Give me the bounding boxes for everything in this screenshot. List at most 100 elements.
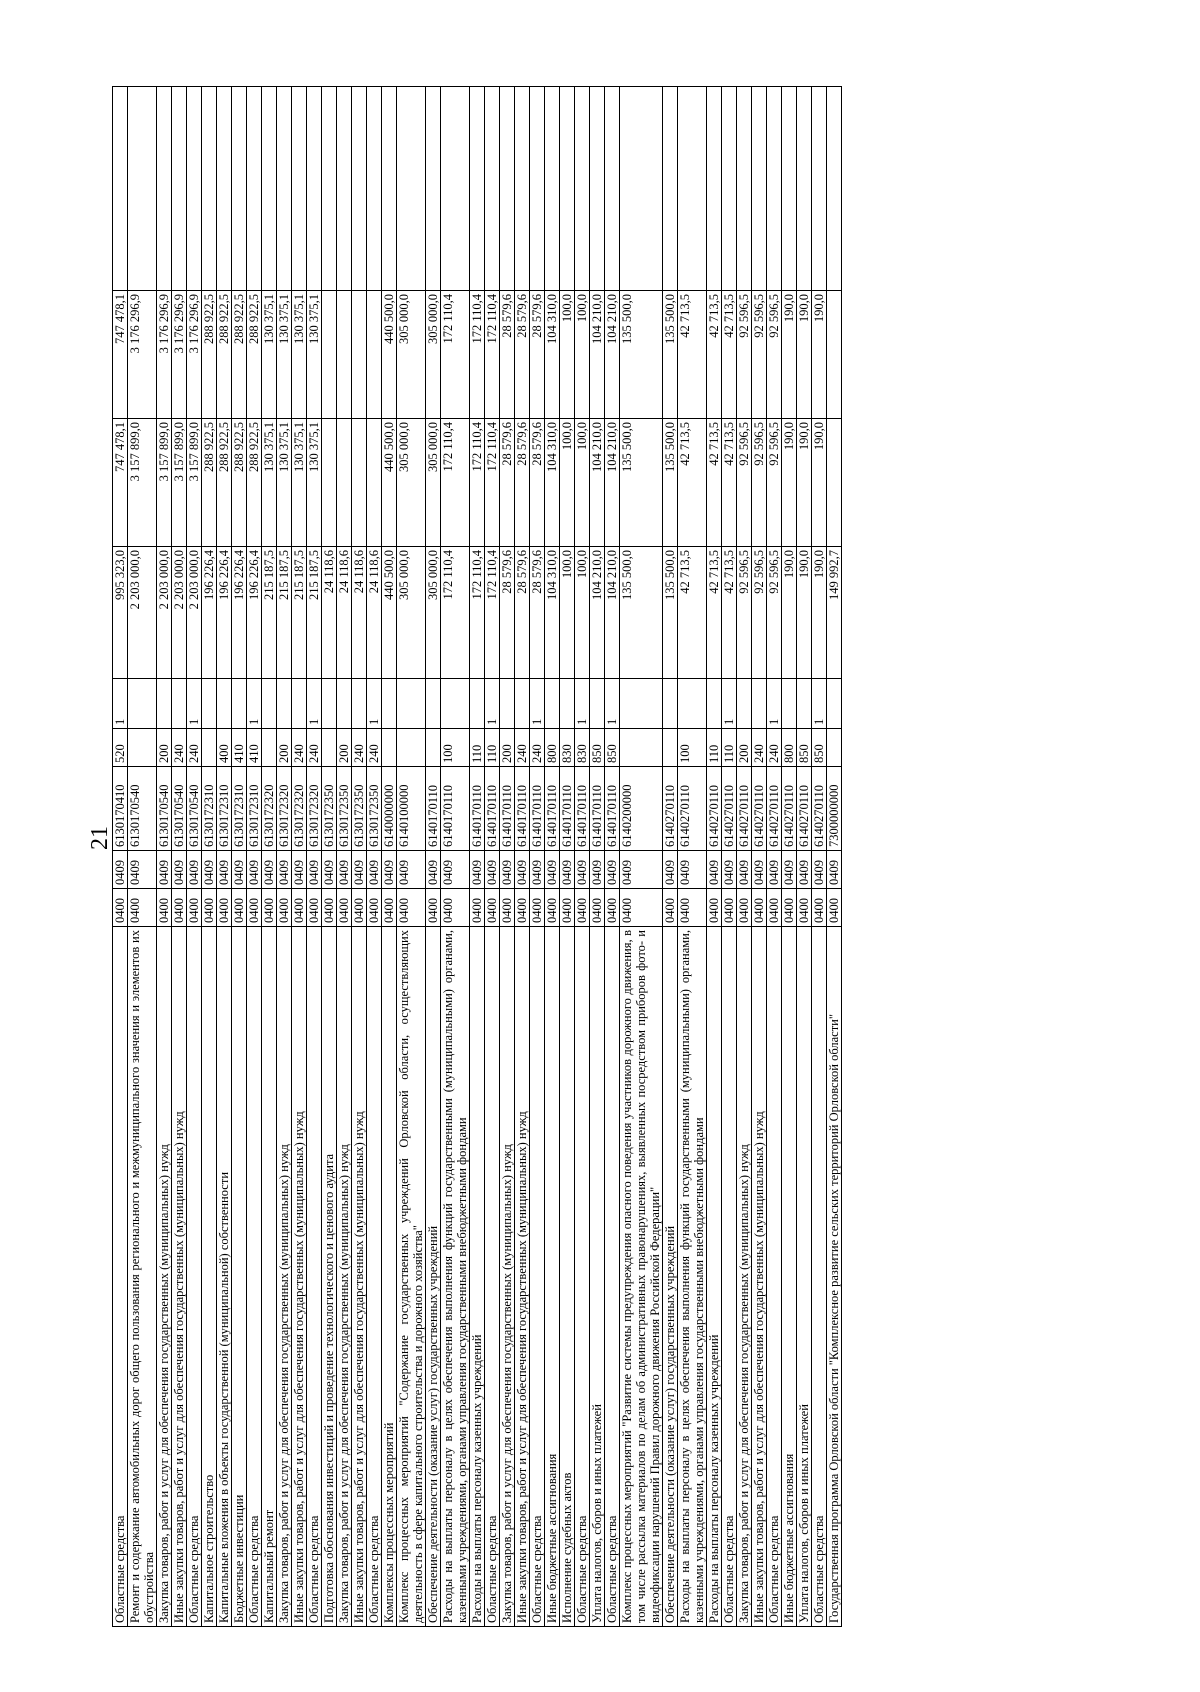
row-amount-year-3: 92 596,5 (766, 290, 782, 419)
row-name: Капитальное строительство (201, 926, 217, 1627)
row-amount-year-3: 172 110,4 (484, 290, 500, 419)
row-name: Областные средства (186, 926, 202, 1627)
row-amount-year-3: 42 713,5 (677, 290, 707, 419)
row-amount-year-2: 288 922,5 (231, 418, 247, 547)
row-amount-year-1: 172 110,4 (440, 546, 470, 679)
row-empty-cell (721, 86, 737, 291)
row-amount-year-3: 130 375,1 (291, 290, 307, 419)
row-expense-type: 830 (574, 728, 590, 767)
row-name: Иные закупки товаров, работ и услуг для … (351, 926, 367, 1627)
row-name: Исполнение судебных актов (559, 926, 575, 1627)
row-subsection: 0409 (216, 850, 232, 889)
row-section: 0400 (231, 888, 247, 927)
row-amount-year-3: 3 176 296,9 (156, 290, 172, 419)
row-name: Расходы на выплаты персоналу казенных уч… (706, 926, 722, 1627)
row-funding-indicator (619, 678, 663, 729)
row-name: Комплекс процессных мероприятий "Развити… (619, 926, 663, 1627)
row-amount-year-3: 747 478,1 (112, 290, 128, 419)
row-amount-year-2: 3 157 899,0 (186, 418, 202, 547)
row-name: Комплекс процессных мероприятий "Содержа… (396, 926, 426, 1627)
row-section: 0400 (826, 888, 842, 927)
row-subsection: 0409 (589, 850, 605, 889)
row-funding-indicator (677, 678, 707, 729)
row-amount-year-1: 104 210,0 (589, 546, 605, 679)
row-amount-year-1: 190,0 (811, 546, 827, 679)
row-expense-type: 100 (440, 728, 470, 767)
row-expense-type (381, 728, 397, 767)
row-empty-cell (781, 86, 797, 291)
row-empty-cell (619, 86, 663, 291)
table-row: Комплекс процессных мероприятий "Развити… (619, 86, 663, 1627)
row-empty-cell (826, 86, 842, 291)
row-funding-indicator (231, 678, 247, 729)
row-amount-year-3: 288 922,5 (216, 290, 232, 419)
row-name: Уплата налогов, сборов и иных платежей (796, 926, 812, 1627)
row-amount-year-3 (366, 290, 382, 419)
table-row: Иные закупки товаров, работ и услуг для … (751, 86, 767, 1627)
row-funding-indicator: 1 (721, 678, 737, 729)
row-amount-year-1: 135 500,0 (662, 546, 678, 679)
row-target-article: 6140170110 (604, 766, 620, 851)
row-amount-year-2: 28 579,6 (514, 418, 530, 547)
row-empty-cell (261, 86, 277, 291)
row-section: 0400 (811, 888, 827, 927)
row-empty-cell (796, 86, 812, 291)
row-amount-year-3: 305 000,0 (396, 290, 426, 419)
row-amount-year-1: 196 226,4 (231, 546, 247, 679)
row-subsection: 0409 (186, 850, 202, 889)
row-amount-year-3: 42 713,5 (721, 290, 737, 419)
row-expense-type: 110 (484, 728, 500, 767)
table-row: Обеспечение деятельности (оказание услуг… (425, 86, 441, 1627)
row-amount-year-2: 3 157 899,0 (156, 418, 172, 547)
row-target-article: 6140170110 (559, 766, 575, 851)
row-amount-year-3: 104 210,0 (604, 290, 620, 419)
table-row: Закупка товаров, работ и услуг для обесп… (499, 86, 515, 1627)
row-expense-type: 110 (469, 728, 485, 767)
row-name: Закупка товаров, работ и услуг для обесп… (156, 926, 172, 1627)
row-target-article: 6130172350 (321, 766, 337, 851)
row-target-article: 6140270110 (751, 766, 767, 851)
row-amount-year-1: 305 000,0 (396, 546, 426, 679)
row-expense-type: 200 (276, 728, 292, 767)
row-amount-year-1: 100,0 (574, 546, 590, 679)
row-amount-year-2: 130 375,1 (291, 418, 307, 547)
row-amount-year-3: 130 375,1 (276, 290, 292, 419)
row-expense-type: 800 (544, 728, 560, 767)
row-amount-year-3: 190,0 (811, 290, 827, 419)
row-subsection: 0409 (381, 850, 397, 889)
row-empty-cell (604, 86, 620, 291)
row-subsection: 0409 (811, 850, 827, 889)
row-subsection: 0409 (736, 850, 752, 889)
row-name: Обеспечение деятельности (оказание услуг… (662, 926, 678, 1627)
row-empty-cell (559, 86, 575, 291)
row-subsection: 0409 (246, 850, 262, 889)
row-amount-year-2 (321, 418, 337, 547)
row-name: Уплата налогов, сборов и иных платежей (589, 926, 605, 1627)
row-amount-year-1: 215 187,5 (276, 546, 292, 679)
row-target-article: 6140170110 (589, 766, 605, 851)
row-target-article: 6130172320 (261, 766, 277, 851)
row-funding-indicator (440, 678, 470, 729)
row-expense-type: 200 (336, 728, 352, 767)
row-amount-year-2: 130 375,1 (261, 418, 277, 547)
row-amount-year-2: 92 596,5 (751, 418, 767, 547)
row-empty-cell (306, 86, 322, 291)
row-section: 0400 (306, 888, 322, 927)
row-subsection: 0409 (514, 850, 530, 889)
row-expense-type: 850 (796, 728, 812, 767)
row-target-article: 6140170110 (499, 766, 515, 851)
row-amount-year-1: 190,0 (781, 546, 797, 679)
row-name: Расходы на выплаты персоналу в целях обе… (677, 926, 707, 1627)
row-amount-year-1: 28 579,6 (499, 546, 515, 679)
row-amount-year-2: 104 210,0 (604, 418, 620, 547)
row-expense-type: 200 (156, 728, 172, 767)
row-amount-year-3: 130 375,1 (306, 290, 322, 419)
row-funding-indicator: 1 (306, 678, 322, 729)
row-expense-type: 240 (186, 728, 202, 767)
row-funding-indicator: 1 (766, 678, 782, 729)
row-funding-indicator (559, 678, 575, 729)
row-funding-indicator (499, 678, 515, 729)
